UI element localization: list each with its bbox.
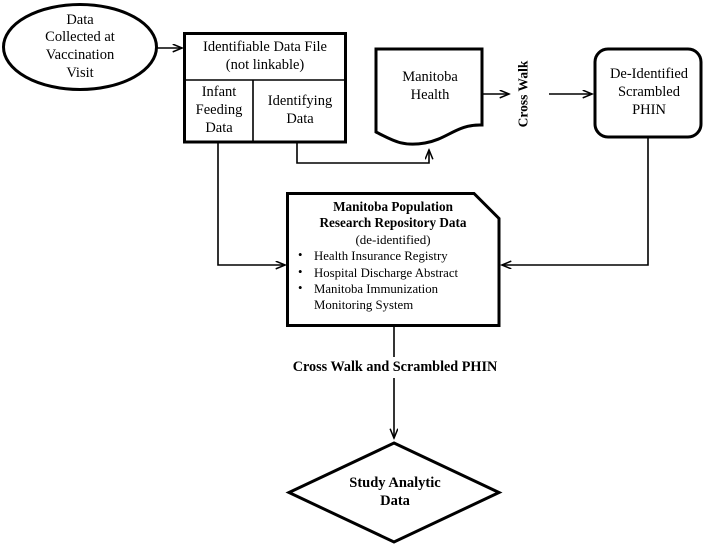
node-manitoba-health-shape: [374, 47, 484, 146]
node-vaccination-visit-shape: [2, 3, 158, 91]
node-repository-shape: [286, 192, 501, 327]
edge-infant-feeding-to-repository: [217, 143, 285, 265]
node-study-analytic-data-shape: [285, 441, 503, 544]
edge-phin-to-repository: [502, 138, 649, 265]
node-deidentified-phin-shape: [593, 47, 703, 139]
edge-identifying-to-manitoba-health: [296, 143, 429, 164]
node-identifiable-data-file-shape: [183, 32, 347, 144]
